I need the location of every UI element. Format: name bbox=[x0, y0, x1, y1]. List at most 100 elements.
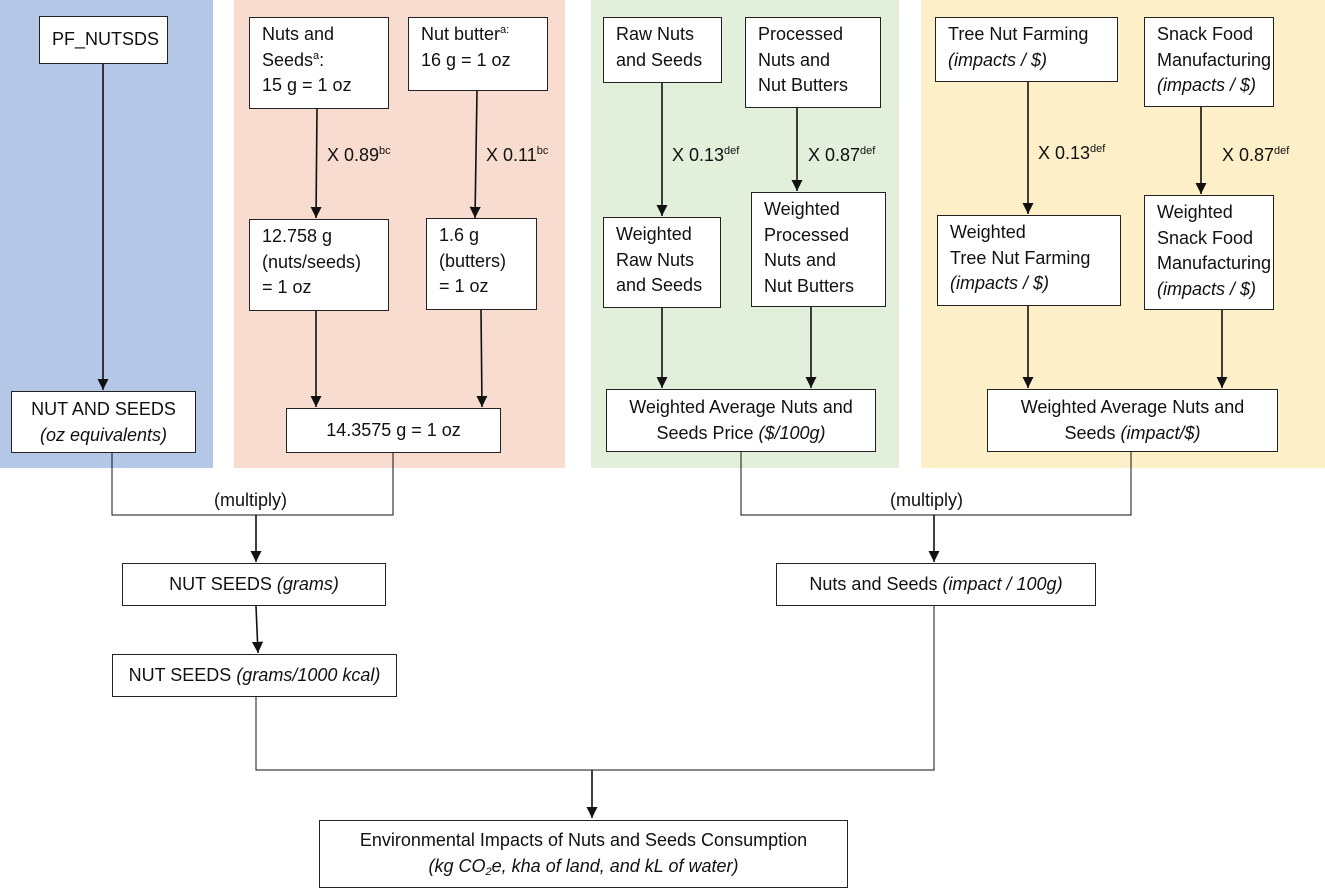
weight-label-nuts: X 0.89bc bbox=[327, 144, 391, 166]
weighted-snack-line2: Snack Food bbox=[1157, 227, 1254, 248]
pf-nutsds-label: PF_NUTSDS bbox=[52, 29, 160, 49]
final-impacts-title: Environmental Impacts of Nuts and Seeds … bbox=[359, 830, 808, 850]
average-impact-line1: Weighted Average Nuts and bbox=[1020, 397, 1245, 417]
average-impact-box: Weighted Average Nuts and Seeds (impact/… bbox=[987, 389, 1278, 452]
weighted-processed-line4: Nut Butters bbox=[764, 275, 855, 296]
raw-nuts-line1: Raw Nuts bbox=[616, 24, 695, 44]
nuts-grams-line3: = 1 oz bbox=[262, 277, 312, 297]
weight-label-nuts-text: X 0.89 bbox=[327, 145, 380, 165]
tree-nut-farming-line2: (impacts / $) bbox=[948, 49, 1048, 70]
final-impacts-box: Environmental Impacts of Nuts and Seeds … bbox=[319, 820, 848, 888]
nuts-seeds-line2: Seedsa: bbox=[262, 48, 376, 74]
average-price-box: Weighted Average Nuts and Seeds Price ($… bbox=[606, 389, 876, 452]
weighted-raw-box: Weighted Raw Nuts and Seeds bbox=[603, 217, 721, 308]
nut-seeds-grams-box: NUT SEEDS (grams) bbox=[122, 563, 386, 606]
weight-label-tree: X 0.13def bbox=[1038, 142, 1105, 164]
weight-label-butter: X 0.11bc bbox=[486, 144, 548, 166]
weighted-processed-line1: Weighted bbox=[764, 199, 840, 219]
butter-grams-line2: (butters) bbox=[439, 250, 507, 271]
average-impact-line2: Seeds (impact/$) bbox=[994, 421, 1271, 447]
weight-label-snack: X 0.87def bbox=[1222, 144, 1289, 166]
weighted-tree-line1: Weighted bbox=[950, 222, 1026, 242]
pf-nutsds-box: PF_NUTSDS bbox=[39, 16, 168, 64]
nuts-impact-box: Nuts and Seeds (impact / 100g) bbox=[776, 563, 1096, 606]
raw-nuts-box: Raw Nuts and Seeds bbox=[603, 17, 722, 83]
processed-nuts-line1: Processed bbox=[758, 24, 844, 44]
nut-butter-footnote: a: bbox=[500, 24, 510, 36]
processed-nuts-line2: Nuts and bbox=[758, 49, 831, 70]
weighted-snack-line3: Manufacturing bbox=[1157, 253, 1272, 273]
weighted-processed-line2: Processed bbox=[764, 224, 850, 245]
combined-grams-label: 14.3575 g = 1 oz bbox=[326, 420, 461, 440]
weighted-processed-line3: Nuts and bbox=[764, 250, 837, 270]
weight-label-raw-text: X 0.13 bbox=[672, 145, 725, 165]
average-impact-unit: (impact/$) bbox=[1120, 422, 1201, 443]
final-impacts-units: (kg CO2e, kha of land, and kL of water) bbox=[326, 854, 841, 880]
nuts-grams-box: 12.758 g (nuts/seeds) = 1 oz bbox=[249, 219, 389, 311]
final-units-part1: (kg CO bbox=[428, 855, 486, 876]
average-price-line2: Seeds Price ($/100g) bbox=[613, 421, 869, 447]
nut-seeds-grams-text: NUT SEEDS bbox=[169, 574, 277, 594]
nut-seeds-kcal-box: NUT SEEDS (grams/1000 kcal) bbox=[112, 654, 397, 697]
snack-food-line3: (impacts / $) bbox=[1157, 75, 1257, 95]
weight-label-butter-sup: bc bbox=[536, 145, 549, 157]
multiply-label-right: (multiply) bbox=[890, 490, 964, 510]
butter-grams-box: 1.6 g (butters) = 1 oz bbox=[426, 218, 537, 310]
weight-label-processed: X 0.87def bbox=[808, 144, 875, 166]
weighted-tree-line2: Tree Nut Farming bbox=[950, 247, 1091, 268]
nut-and-seeds-oz-box: NUT AND SEEDS (oz equivalents) bbox=[11, 391, 196, 453]
nut-butter-line1: Nut buttera: bbox=[421, 22, 535, 48]
butter-grams-line3: = 1 oz bbox=[439, 276, 489, 296]
nut-seeds-kcal-unit: (grams/1000 kcal) bbox=[236, 665, 381, 685]
weight-label-processed-text: X 0.87 bbox=[808, 145, 861, 165]
weighted-raw-line2: Raw Nuts bbox=[616, 249, 695, 270]
nuts-grams-line1: 12.758 g bbox=[262, 226, 333, 246]
average-price-line2-text: Seeds Price bbox=[656, 422, 759, 443]
nut-and-seeds-title: NUT AND SEEDS bbox=[31, 399, 176, 419]
panel-food-pattern bbox=[0, 0, 213, 468]
nut-and-seeds-unit: (oz equivalents) bbox=[39, 424, 168, 445]
nuts-seeds-line3: 15 g = 1 oz bbox=[262, 75, 352, 95]
average-price-unit: ($/100g) bbox=[758, 422, 826, 443]
nut-butter-text: Nut butter bbox=[421, 24, 501, 44]
nuts-grams-line2: (nuts/seeds) bbox=[262, 251, 362, 272]
tree-nut-farming-box: Tree Nut Farming (impacts / $) bbox=[935, 17, 1118, 82]
snack-food-line1: Snack Food bbox=[1157, 24, 1254, 44]
nuts-seeds-line2-text: Seeds bbox=[262, 49, 314, 70]
tree-nut-farming-line1: Tree Nut Farming bbox=[948, 24, 1089, 44]
weighted-snack-line4: (impacts / $) bbox=[1157, 278, 1257, 299]
multiply-label-left: (multiply) bbox=[214, 490, 288, 510]
butter-grams-line1: 1.6 g bbox=[439, 225, 480, 245]
nuts-seeds-weight-box: Nuts and Seedsa: 15 g = 1 oz bbox=[249, 17, 389, 109]
nuts-impact-text: Nuts and Seeds bbox=[809, 574, 943, 594]
weight-label-nuts-sup: bc bbox=[379, 145, 391, 157]
final-units-part2: e, kha of land, and kL of water) bbox=[491, 855, 739, 876]
average-price-line1: Weighted Average Nuts and bbox=[629, 397, 853, 417]
nuts-seeds-colon: : bbox=[319, 49, 325, 70]
weighted-tree-box: Weighted Tree Nut Farming (impacts / $) bbox=[937, 215, 1121, 306]
weight-label-raw: X 0.13def bbox=[672, 144, 739, 166]
nuts-impact-unit: (impact / 100g) bbox=[942, 574, 1063, 594]
raw-nuts-line2: and Seeds bbox=[616, 49, 703, 70]
weighted-snack-line1: Weighted bbox=[1157, 202, 1233, 222]
nut-seeds-kcal-text: NUT SEEDS bbox=[128, 665, 237, 685]
weighted-tree-line3: (impacts / $) bbox=[950, 273, 1050, 293]
nut-seeds-grams-unit: (grams) bbox=[276, 574, 339, 594]
weight-label-snack-sup: def bbox=[1274, 145, 1290, 157]
weight-label-tree-sup: def bbox=[1090, 143, 1106, 155]
processed-nuts-box: Processed Nuts and Nut Butters bbox=[745, 17, 881, 108]
weighted-raw-line1: Weighted bbox=[616, 224, 692, 244]
weight-label-processed-sup: def bbox=[860, 145, 876, 157]
average-impact-line2-text: Seeds bbox=[1064, 422, 1121, 443]
combined-grams-box: 14.3575 g = 1 oz bbox=[286, 408, 501, 453]
nut-butter-line2: 16 g = 1 oz bbox=[421, 49, 511, 70]
weighted-snack-box: Weighted Snack Food Manufacturing (impac… bbox=[1144, 195, 1274, 310]
weight-label-raw-sup: def bbox=[724, 145, 740, 157]
snack-food-box: Snack Food Manufacturing (impacts / $) bbox=[1144, 17, 1274, 107]
processed-nuts-line3: Nut Butters bbox=[758, 75, 849, 95]
final-units-subscript: 2 bbox=[485, 865, 492, 878]
weight-label-butter-text: X 0.11 bbox=[486, 145, 537, 165]
weighted-raw-line3: and Seeds bbox=[616, 275, 703, 295]
nut-butter-weight-box: Nut buttera: 16 g = 1 oz bbox=[408, 17, 548, 91]
